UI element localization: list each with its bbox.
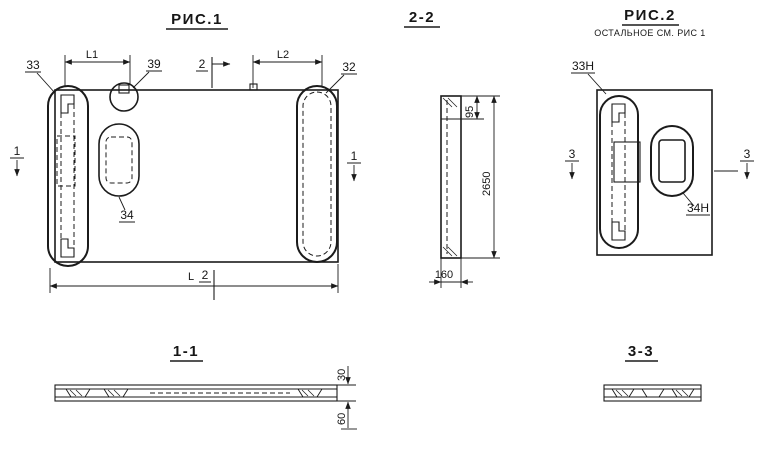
section-1-1-view: 1-1 30 60 [54,343,357,430]
sec22-profile [440,95,462,259]
fig2-title: РИС.2 [624,7,676,24]
fig1-oval-opening [98,123,140,197]
part-label-32: 32 [342,60,356,74]
dim-l-label: L [188,271,194,283]
fig1-top-lug [249,83,258,91]
section-mark-2-bottom: 2 [202,268,209,282]
dim-l1-label: L1 [86,49,98,61]
part-label-39: 39 [147,57,161,71]
fig1-bottom-dimension: L 2 [49,264,339,300]
dim-30-label: 30 [336,369,348,381]
dim-60-label: 60 [336,413,348,425]
fig1-top-dimensions: L1 L2 [64,49,323,88]
fig2-left-opening [599,95,641,249]
svg-text:3: 3 [744,147,751,161]
svg-text:3: 3 [569,147,576,161]
svg-text:2: 2 [199,57,206,71]
sec22-title: 2-2 [409,9,435,26]
part-label-34n: 34Н [687,201,709,215]
fig1-panel-outline [54,89,339,263]
section-mark-3-right: 3 [714,147,754,180]
sec33-title: 3-3 [628,343,654,360]
fig1-circle-opening [109,82,139,112]
part-label-34: 34 [120,208,134,222]
fig1-title: РИС.1 [171,11,223,28]
fig1-right-opening [296,85,338,263]
figure-2-plan: РИС.2 ОСТАЛЬНОЕ СМ. РИС 1 33Н 34Н 3 [565,7,754,256]
part-label-33n: 33Н [572,59,594,73]
section-mark-3-left: 3 [565,147,579,180]
dim-l2-label: L2 [277,49,289,61]
fig2-oval-opening [650,125,694,197]
sec11-title: 1-1 [173,343,199,360]
svg-text:1: 1 [14,144,21,158]
svg-text:1: 1 [351,149,358,163]
section-mark-2-top: 2 [196,57,231,88]
figure-1-plan: РИС.1 [10,11,361,300]
sec33-slab [603,384,702,402]
part-label-33: 33 [26,58,40,72]
dim-160-label: 160 [435,269,453,281]
section-mark-1-right: 1 [347,149,361,182]
fig2-panel-outline [596,89,713,256]
dim-95-label: 95 [464,106,476,118]
section-2-2-view: 2-2 95 2650 160 [404,9,500,288]
fig1-left-opening [47,85,89,267]
fig1-part-labels: 33 39 32 34 [25,57,357,223]
fig2-note: ОСТАЛЬНОЕ СМ. РИС 1 [594,28,705,38]
section-3-3-view: 3-3 [603,343,702,402]
section-mark-1-left: 1 [10,144,24,177]
dim-2650-label: 2650 [481,172,493,196]
sec11-slab [54,384,338,402]
